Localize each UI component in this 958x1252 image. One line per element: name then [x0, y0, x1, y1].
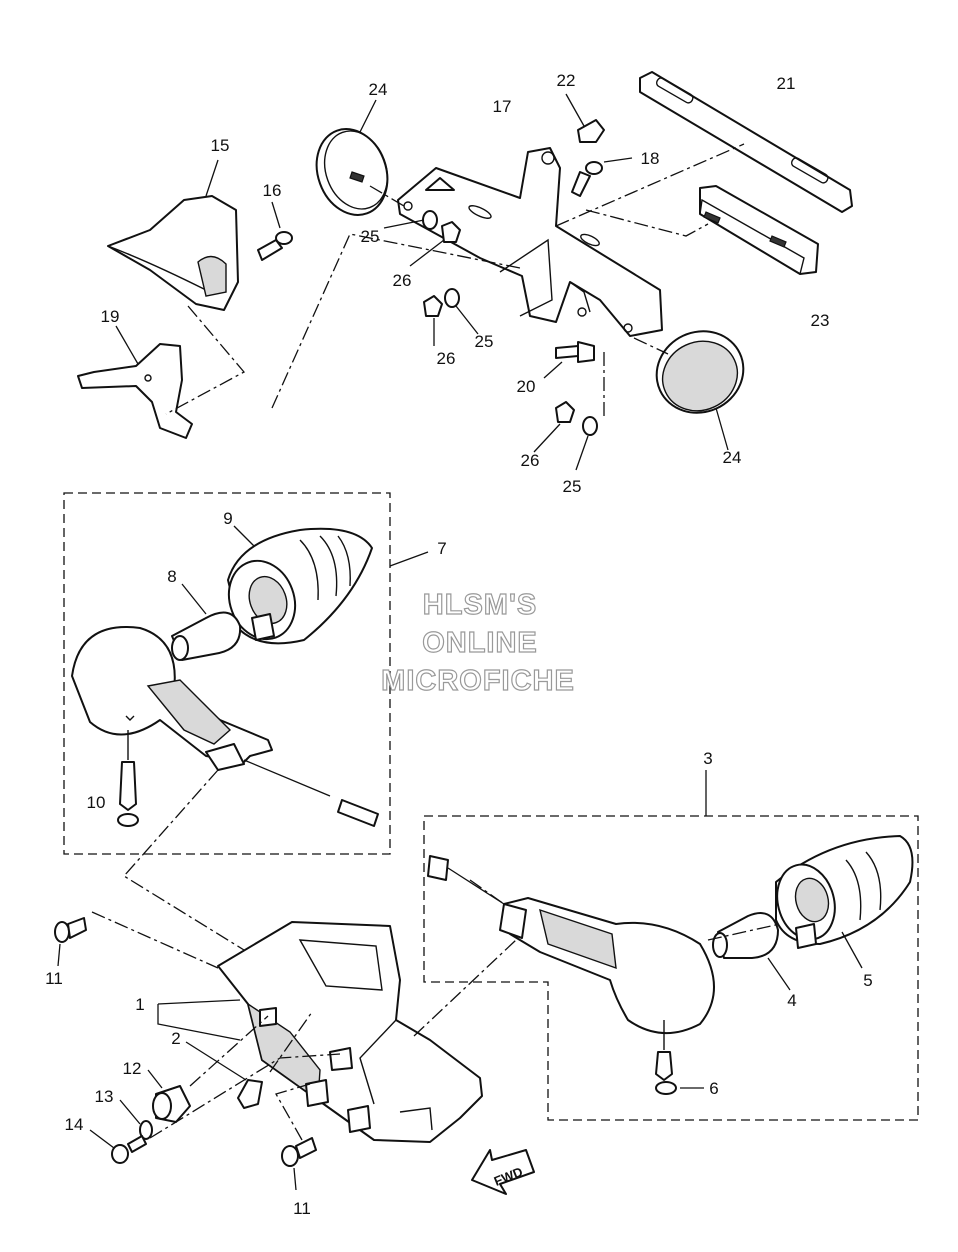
callout-4: 4	[787, 991, 796, 1010]
assembly-line	[149, 1053, 341, 1139]
tail-light-body	[217, 921, 483, 1143]
callout-26-a: 26	[393, 271, 412, 290]
assembly-line	[555, 143, 745, 227]
assembly-line	[469, 879, 505, 905]
assembly-line	[633, 337, 669, 355]
lower-bracket-19	[77, 325, 193, 439]
reflector-upper	[315, 99, 389, 216]
assembly-box-3	[423, 815, 919, 1121]
callout-15: 15	[211, 136, 230, 155]
callout-7: 7	[437, 539, 446, 558]
callout-17: 17	[493, 97, 512, 116]
callout-3: 3	[703, 749, 712, 768]
assembly-line	[91, 911, 219, 969]
callout-19: 19	[101, 307, 120, 326]
callout-16: 16	[263, 181, 282, 200]
plate-backing-block	[699, 185, 819, 275]
screw-16	[257, 201, 293, 261]
assembly-line	[413, 939, 517, 1037]
callout-12: 12	[123, 1059, 142, 1078]
forward-arrow-icon: FWD	[471, 1149, 535, 1195]
screw-11-upper	[54, 917, 87, 967]
nut-26c	[533, 401, 575, 453]
callout-8: 8	[167, 567, 176, 586]
callout-bracket-1	[157, 999, 241, 1041]
lens-9	[227, 525, 373, 645]
bolt-18	[571, 157, 633, 197]
callout-18: 18	[641, 149, 660, 168]
assembly-line	[585, 209, 709, 237]
washer-25c	[575, 416, 598, 471]
callout-6: 6	[709, 1079, 718, 1098]
assembly-line	[165, 305, 246, 415]
callout-22: 22	[557, 71, 576, 90]
bulb-8	[171, 583, 242, 661]
bolt-20	[543, 341, 595, 379]
screw-6	[655, 1020, 704, 1095]
assembly-line	[269, 1011, 313, 1073]
callout-25-c: 25	[563, 477, 582, 496]
callout-23: 23	[811, 311, 830, 330]
assembly-line	[369, 185, 405, 207]
assembly-line	[271, 233, 521, 409]
washer-13	[119, 1099, 153, 1140]
callout-10: 10	[87, 793, 106, 812]
callout-20: 20	[517, 377, 536, 396]
bulb-4	[712, 912, 791, 991]
callout-25-b: 25	[475, 332, 494, 351]
cover-15	[107, 159, 239, 311]
watermark-line-1: HLSM'S	[423, 589, 537, 621]
callout-11-upper: 11	[45, 969, 63, 988]
signal-housing-right	[427, 855, 715, 1035]
grommet-12	[147, 1069, 191, 1123]
callout-25-a: 25	[361, 227, 380, 246]
callout-24-lower: 24	[723, 448, 742, 467]
screw-10	[117, 730, 139, 827]
assembly-line	[707, 923, 781, 941]
license-bracket-plate	[639, 71, 853, 213]
assembly-line	[123, 769, 245, 951]
assembly-line	[275, 1083, 311, 1141]
callout-24-upper: 24	[369, 80, 388, 99]
assembly-line	[189, 1015, 269, 1087]
callout-numbers: 22 21 24 17 15 18 16 25 26 19 23 25 26 2…	[45, 71, 873, 1218]
watermark: HLSM'S ONLINE MICROFICHE	[381, 588, 575, 697]
callout-21: 21	[777, 74, 796, 93]
lens-5	[775, 835, 914, 969]
bulb-2	[185, 1041, 263, 1109]
assembly-box-7	[63, 492, 391, 855]
callout-11-lower: 11	[293, 1199, 311, 1218]
bolt-14	[89, 1129, 147, 1164]
nut-26b	[423, 295, 443, 346]
callout-14: 14	[65, 1115, 84, 1134]
washer-25a	[383, 210, 438, 230]
signal-housing-left	[71, 626, 379, 827]
callout-13: 13	[95, 1087, 114, 1106]
washer-25b	[444, 288, 479, 335]
callout-26-c: 26	[521, 451, 540, 470]
watermark-line-3: MICROFICHE	[381, 665, 575, 697]
watermark-line-2: ONLINE	[422, 627, 538, 659]
callout-1: 1	[135, 995, 144, 1014]
callout-9: 9	[223, 509, 232, 528]
reflector-lower	[655, 330, 745, 451]
cap-nut	[565, 93, 605, 143]
nut-26a	[409, 221, 461, 267]
callout-5: 5	[863, 971, 872, 990]
callout-2: 2	[171, 1029, 180, 1048]
rear-frame-bracket	[397, 147, 663, 337]
screw-11-lower	[281, 1137, 317, 1191]
callout-26-b: 26	[437, 349, 456, 368]
